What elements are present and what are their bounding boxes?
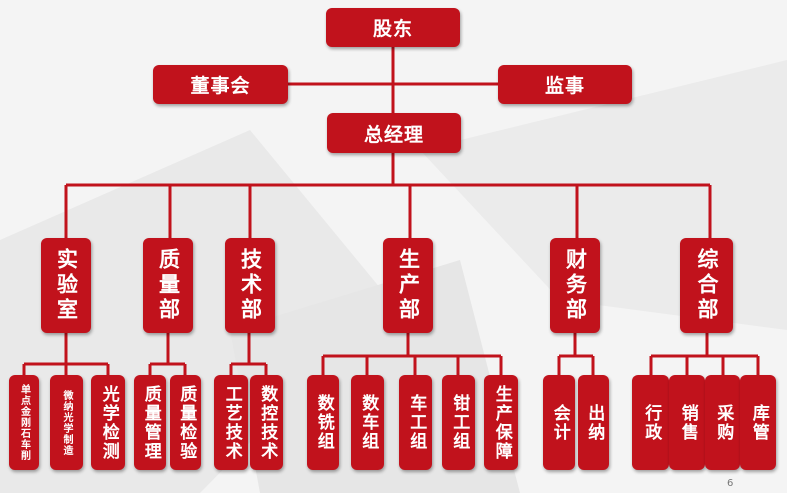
page-number: 6 (727, 478, 734, 489)
sub-prod-cnc-turning: 数车组 (351, 375, 384, 470)
sub-tech-process: 工艺技术 (214, 375, 248, 470)
general-manager-box: 总经理 (327, 113, 461, 153)
dept-lab: 实验室 (41, 238, 91, 333)
sub-prod-cnc-milling: 数铣组 (307, 375, 339, 470)
sub-general-admin: 行政 (632, 375, 669, 470)
dept-quality: 质量部 (143, 238, 193, 333)
sub-finance-accounting: 会计 (543, 375, 575, 470)
sub-general-purchasing: 采购 (705, 375, 740, 470)
dept-general: 综合部 (680, 238, 733, 333)
sub-general-warehouse: 库管 (740, 375, 776, 470)
shareholder-box: 股东 (326, 8, 460, 47)
dept-tech: 技术部 (225, 238, 275, 333)
sub-quality-inspection: 质量检验 (170, 375, 201, 470)
sub-prod-support: 生产保障 (484, 375, 518, 470)
board-box: 董事会 (153, 65, 288, 104)
sub-tech-cnc: 数控技术 (250, 375, 283, 470)
sub-lab-micro-nano-optics: 微纳光学制造 (50, 375, 83, 470)
sub-lab-optical-testing: 光学检测 (91, 375, 125, 470)
sub-finance-cashier: 出纳 (578, 375, 609, 470)
sub-prod-lathe: 车工组 (399, 375, 432, 470)
supervisor-box: 监事 (498, 65, 632, 104)
sub-prod-fitter: 钳工组 (442, 375, 475, 470)
dept-production: 生产部 (383, 238, 433, 333)
dept-finance: 财务部 (550, 238, 600, 333)
sub-lab-diamond-turning: 单点金刚石车削 (9, 375, 39, 470)
sub-quality-management: 质量管理 (134, 375, 166, 470)
sub-general-sales: 销售 (669, 375, 705, 470)
